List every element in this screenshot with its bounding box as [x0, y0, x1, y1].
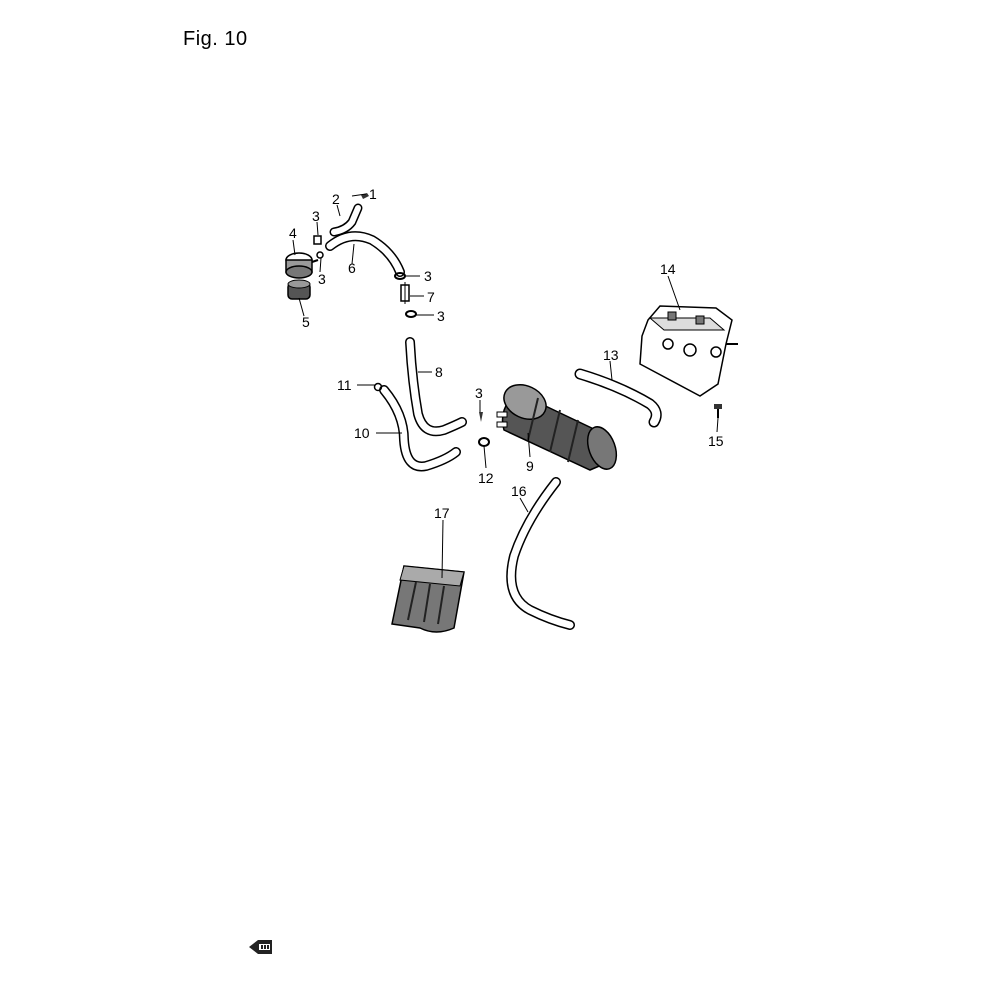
figure-title: Fig. 10	[183, 28, 248, 50]
callout-1: 1	[369, 186, 377, 202]
part-3-clamp-b	[316, 251, 324, 259]
callout-11: 11	[337, 377, 352, 393]
callout-14: 14	[660, 261, 676, 277]
callout-labels: 1 2 3 4 3 6 3 7 5 3 8 11 3 10 12 9 13 14…	[289, 186, 724, 521]
part-9-canister	[496, 384, 618, 471]
part-12-clamp	[478, 437, 490, 447]
callout-7: 7	[427, 289, 435, 305]
part-6-hose	[325, 231, 405, 277]
callout-6: 6	[348, 260, 356, 276]
part-10-hose	[379, 385, 461, 472]
part-17-shield	[391, 565, 465, 633]
part-3-clamp-d	[405, 310, 417, 318]
callout-3: 3	[437, 308, 445, 324]
callout-16: 16	[511, 483, 527, 499]
leader-lines	[292, 193, 719, 579]
callout-17: 17	[434, 505, 450, 521]
part-3-clamp-a	[313, 235, 322, 245]
callout-5: 5	[302, 314, 310, 330]
callout-13: 13	[603, 347, 619, 363]
part-13-hose	[574, 368, 662, 428]
callout-3: 3	[475, 385, 483, 401]
callout-3: 3	[312, 208, 320, 224]
part-8-hose	[405, 337, 467, 437]
part-11-clamp	[373, 382, 383, 392]
callout-10: 10	[354, 425, 370, 441]
part-5-cap	[287, 279, 311, 300]
part-14-bracket	[639, 305, 738, 397]
part-4-valve	[285, 252, 319, 279]
callout-3: 3	[318, 271, 326, 287]
end-arrow-icon	[249, 940, 272, 954]
callout-4: 4	[289, 225, 297, 241]
callout-15: 15	[708, 433, 724, 449]
callout-9: 9	[526, 458, 534, 474]
part-16-hose	[506, 477, 575, 630]
part-3-clamp-c	[394, 272, 406, 280]
callout-8: 8	[435, 364, 443, 380]
part-3-clamp-e	[479, 412, 483, 422]
part-15-bolt	[714, 404, 722, 418]
callout-3: 3	[424, 268, 432, 284]
part-2-hose	[329, 203, 363, 237]
callout-2: 2	[332, 191, 340, 207]
callout-12: 12	[478, 470, 494, 486]
part-7-connector	[400, 282, 410, 304]
